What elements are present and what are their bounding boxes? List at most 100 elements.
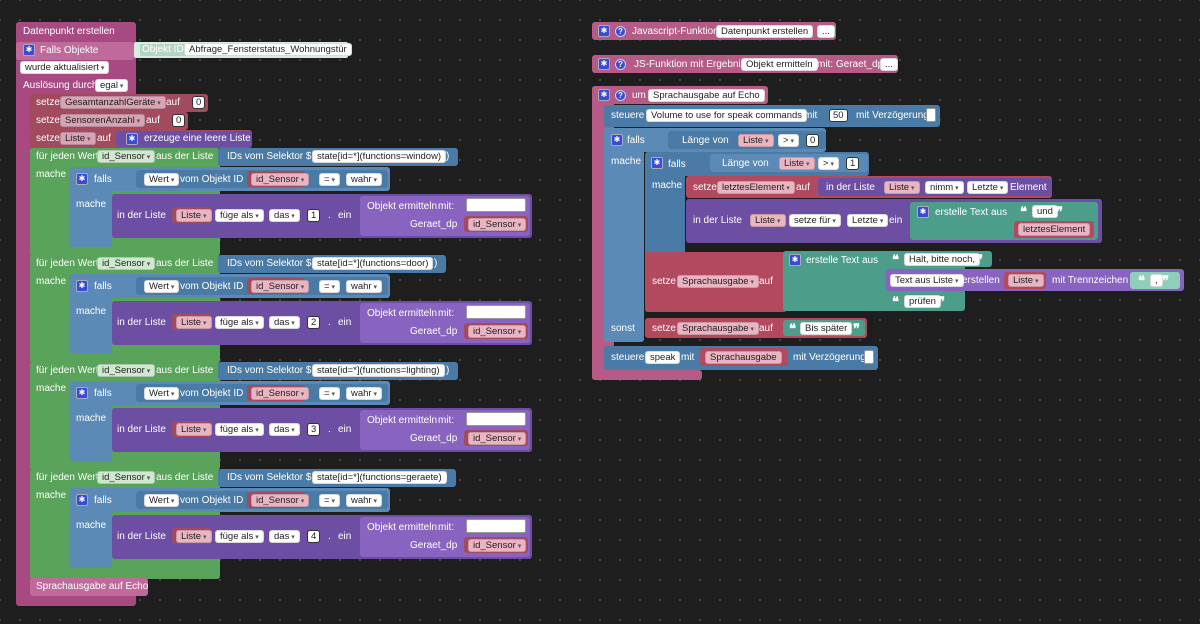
id-sensor-var[interactable]: id_Sensor — [97, 364, 156, 377]
gear-icon[interactable]: ✱ — [23, 44, 35, 56]
selector-value[interactable]: state[id=*](functions=door) — [312, 257, 434, 270]
wahr-dropdown[interactable]: wahr — [346, 173, 383, 186]
gear-icon[interactable]: ✱ — [598, 25, 610, 37]
compare-op[interactable]: = — [319, 173, 341, 186]
id-sensor-var[interactable]: id_Sensor — [97, 150, 156, 163]
delay-slot[interactable] — [864, 350, 874, 364]
id-sensor-var[interactable]: id_Sensor — [251, 494, 310, 507]
gear-icon[interactable]: ✱ — [611, 134, 623, 146]
fuege-als-dropdown[interactable]: füge als — [215, 316, 264, 329]
sprachausgabe-var[interactable]: Sprachausgabe — [677, 322, 760, 335]
wahr-dropdown[interactable]: wahr — [346, 280, 383, 293]
speak-value[interactable]: speak — [645, 351, 681, 364]
index-input[interactable]: 1 — [307, 209, 321, 222]
var-sensoren[interactable]: SensorenAnzahl — [60, 114, 146, 127]
compare-op[interactable]: = — [319, 387, 341, 400]
compare-op[interactable]: > — [818, 157, 840, 170]
das-dropdown[interactable]: das — [269, 423, 300, 436]
letzte-dropdown[interactable]: Letzte — [847, 214, 889, 227]
delay-slot[interactable] — [926, 108, 936, 122]
und-text[interactable]: und — [1032, 205, 1058, 218]
compare-op[interactable]: > — [778, 134, 800, 147]
gear-icon[interactable]: ✱ — [917, 206, 929, 218]
selector-value[interactable]: state[id=*](functions=window) — [312, 150, 447, 163]
liste-var[interactable]: Liste — [1008, 274, 1044, 287]
var-gesamt[interactable]: GesamtanzahlGeräte — [60, 96, 166, 109]
falls-block-outer[interactable] — [604, 128, 644, 342]
gear-icon[interactable]: ✱ — [598, 58, 610, 70]
gear-icon[interactable]: ✱ — [76, 280, 88, 292]
liste-var[interactable]: Liste — [176, 316, 212, 329]
letztes-element-var[interactable]: letztesElement — [1018, 223, 1091, 236]
help-icon[interactable]: ? — [615, 26, 626, 37]
liste-var[interactable]: Liste — [738, 134, 774, 147]
komma-text[interactable]: , — [1150, 274, 1163, 287]
sprachausgabe-var[interactable]: Sprachausgabe — [705, 351, 782, 364]
objekt-id-value[interactable]: Abfrage_Fensterstatus_Wohnungstür — [184, 43, 352, 56]
help-icon[interactable]: ? — [615, 90, 626, 101]
more-button[interactable]: ... — [817, 25, 835, 38]
das-dropdown[interactable]: das — [269, 209, 300, 222]
volume-value[interactable]: Volume to use for speak commands — [646, 109, 808, 122]
liste-var[interactable]: Liste — [750, 214, 786, 227]
gear-icon[interactable]: ✱ — [598, 89, 610, 101]
letzte-dropdown[interactable]: Letzte — [967, 181, 1009, 194]
um-function-name[interactable]: Sprachausgabe auf Echo — [648, 89, 765, 102]
param-slot[interactable] — [466, 412, 526, 426]
das-dropdown[interactable]: das — [269, 530, 300, 543]
number-input[interactable]: 0 — [172, 114, 186, 127]
gear-icon[interactable]: ✱ — [76, 494, 88, 506]
liste-var[interactable]: Liste — [176, 530, 212, 543]
selector-value[interactable]: state[id=*](functions=lighting) — [312, 364, 445, 377]
wahr-dropdown[interactable]: wahr — [346, 494, 383, 507]
fuege-als-dropdown[interactable]: füge als — [215, 423, 264, 436]
pruefen-text[interactable]: prüfen — [904, 295, 941, 308]
gear-icon[interactable]: ✱ — [76, 387, 88, 399]
id-sensor-var[interactable]: id_Sensor — [251, 387, 310, 400]
var-liste[interactable]: Liste — [60, 132, 96, 145]
halt-text[interactable]: Halt, bitte noch, — [904, 253, 981, 266]
param-slot[interactable] — [466, 519, 526, 533]
js-ergebnis-name[interactable]: Objekt ermitteln — [741, 58, 818, 71]
help-icon[interactable]: ? — [615, 59, 626, 70]
param-slot[interactable] — [466, 198, 526, 212]
text-aus-liste-dropdown[interactable]: Text aus Liste — [890, 274, 964, 287]
param-slot[interactable] — [466, 305, 526, 319]
number-input[interactable]: 1 — [846, 157, 860, 170]
id-sensor-var[interactable]: id_Sensor — [468, 539, 527, 552]
liste-var[interactable]: Liste — [176, 209, 212, 222]
liste-var[interactable]: Liste — [176, 423, 212, 436]
gear-icon[interactable]: ✱ — [651, 157, 663, 169]
sprachausgabe-var[interactable]: Sprachausgabe — [677, 275, 760, 288]
fuege-als-dropdown[interactable]: füge als — [215, 209, 264, 222]
id-sensor-var[interactable]: id_Sensor — [468, 218, 527, 231]
number-input[interactable]: 0 — [192, 96, 206, 109]
gear-icon[interactable]: ✱ — [126, 133, 138, 145]
footer-block[interactable] — [30, 578, 148, 596]
bis-spaeter-text[interactable]: Bis später — [800, 322, 853, 335]
falls-objekte-block[interactable] — [16, 42, 134, 60]
letztes-element-var[interactable]: letztesElement — [717, 181, 795, 194]
setze-fuer-dropdown[interactable]: setze für — [789, 214, 841, 227]
gear-icon[interactable]: ✱ — [789, 254, 801, 266]
id-sensor-var[interactable]: id_Sensor — [97, 471, 156, 484]
wahr-dropdown[interactable]: wahr — [346, 387, 383, 400]
more-button[interactable]: ... — [880, 58, 898, 71]
id-sensor-var[interactable]: id_Sensor — [251, 173, 310, 186]
wert-dropdown[interactable]: Wert — [144, 494, 180, 507]
das-dropdown[interactable]: das — [269, 316, 300, 329]
js-funktion-name[interactable]: Datenpunkt erstellen — [716, 25, 814, 38]
liste-var[interactable]: Liste — [779, 157, 815, 170]
id-sensor-var[interactable]: id_Sensor — [468, 432, 527, 445]
selector-value[interactable]: state[id=*](functions=geraete) — [312, 471, 447, 484]
id-sensor-var[interactable]: id_Sensor — [97, 257, 156, 270]
wert-dropdown[interactable]: Wert — [144, 280, 180, 293]
id-sensor-var[interactable]: id_Sensor — [251, 280, 310, 293]
volume-number[interactable]: 50 — [829, 109, 848, 122]
wert-dropdown[interactable]: Wert — [144, 173, 180, 186]
liste-var[interactable]: Liste — [884, 181, 920, 194]
gear-icon[interactable]: ✱ — [76, 173, 88, 185]
index-input[interactable]: 4 — [307, 530, 321, 543]
egal-dropdown[interactable]: egal — [95, 79, 129, 92]
number-input[interactable]: 0 — [806, 134, 820, 147]
